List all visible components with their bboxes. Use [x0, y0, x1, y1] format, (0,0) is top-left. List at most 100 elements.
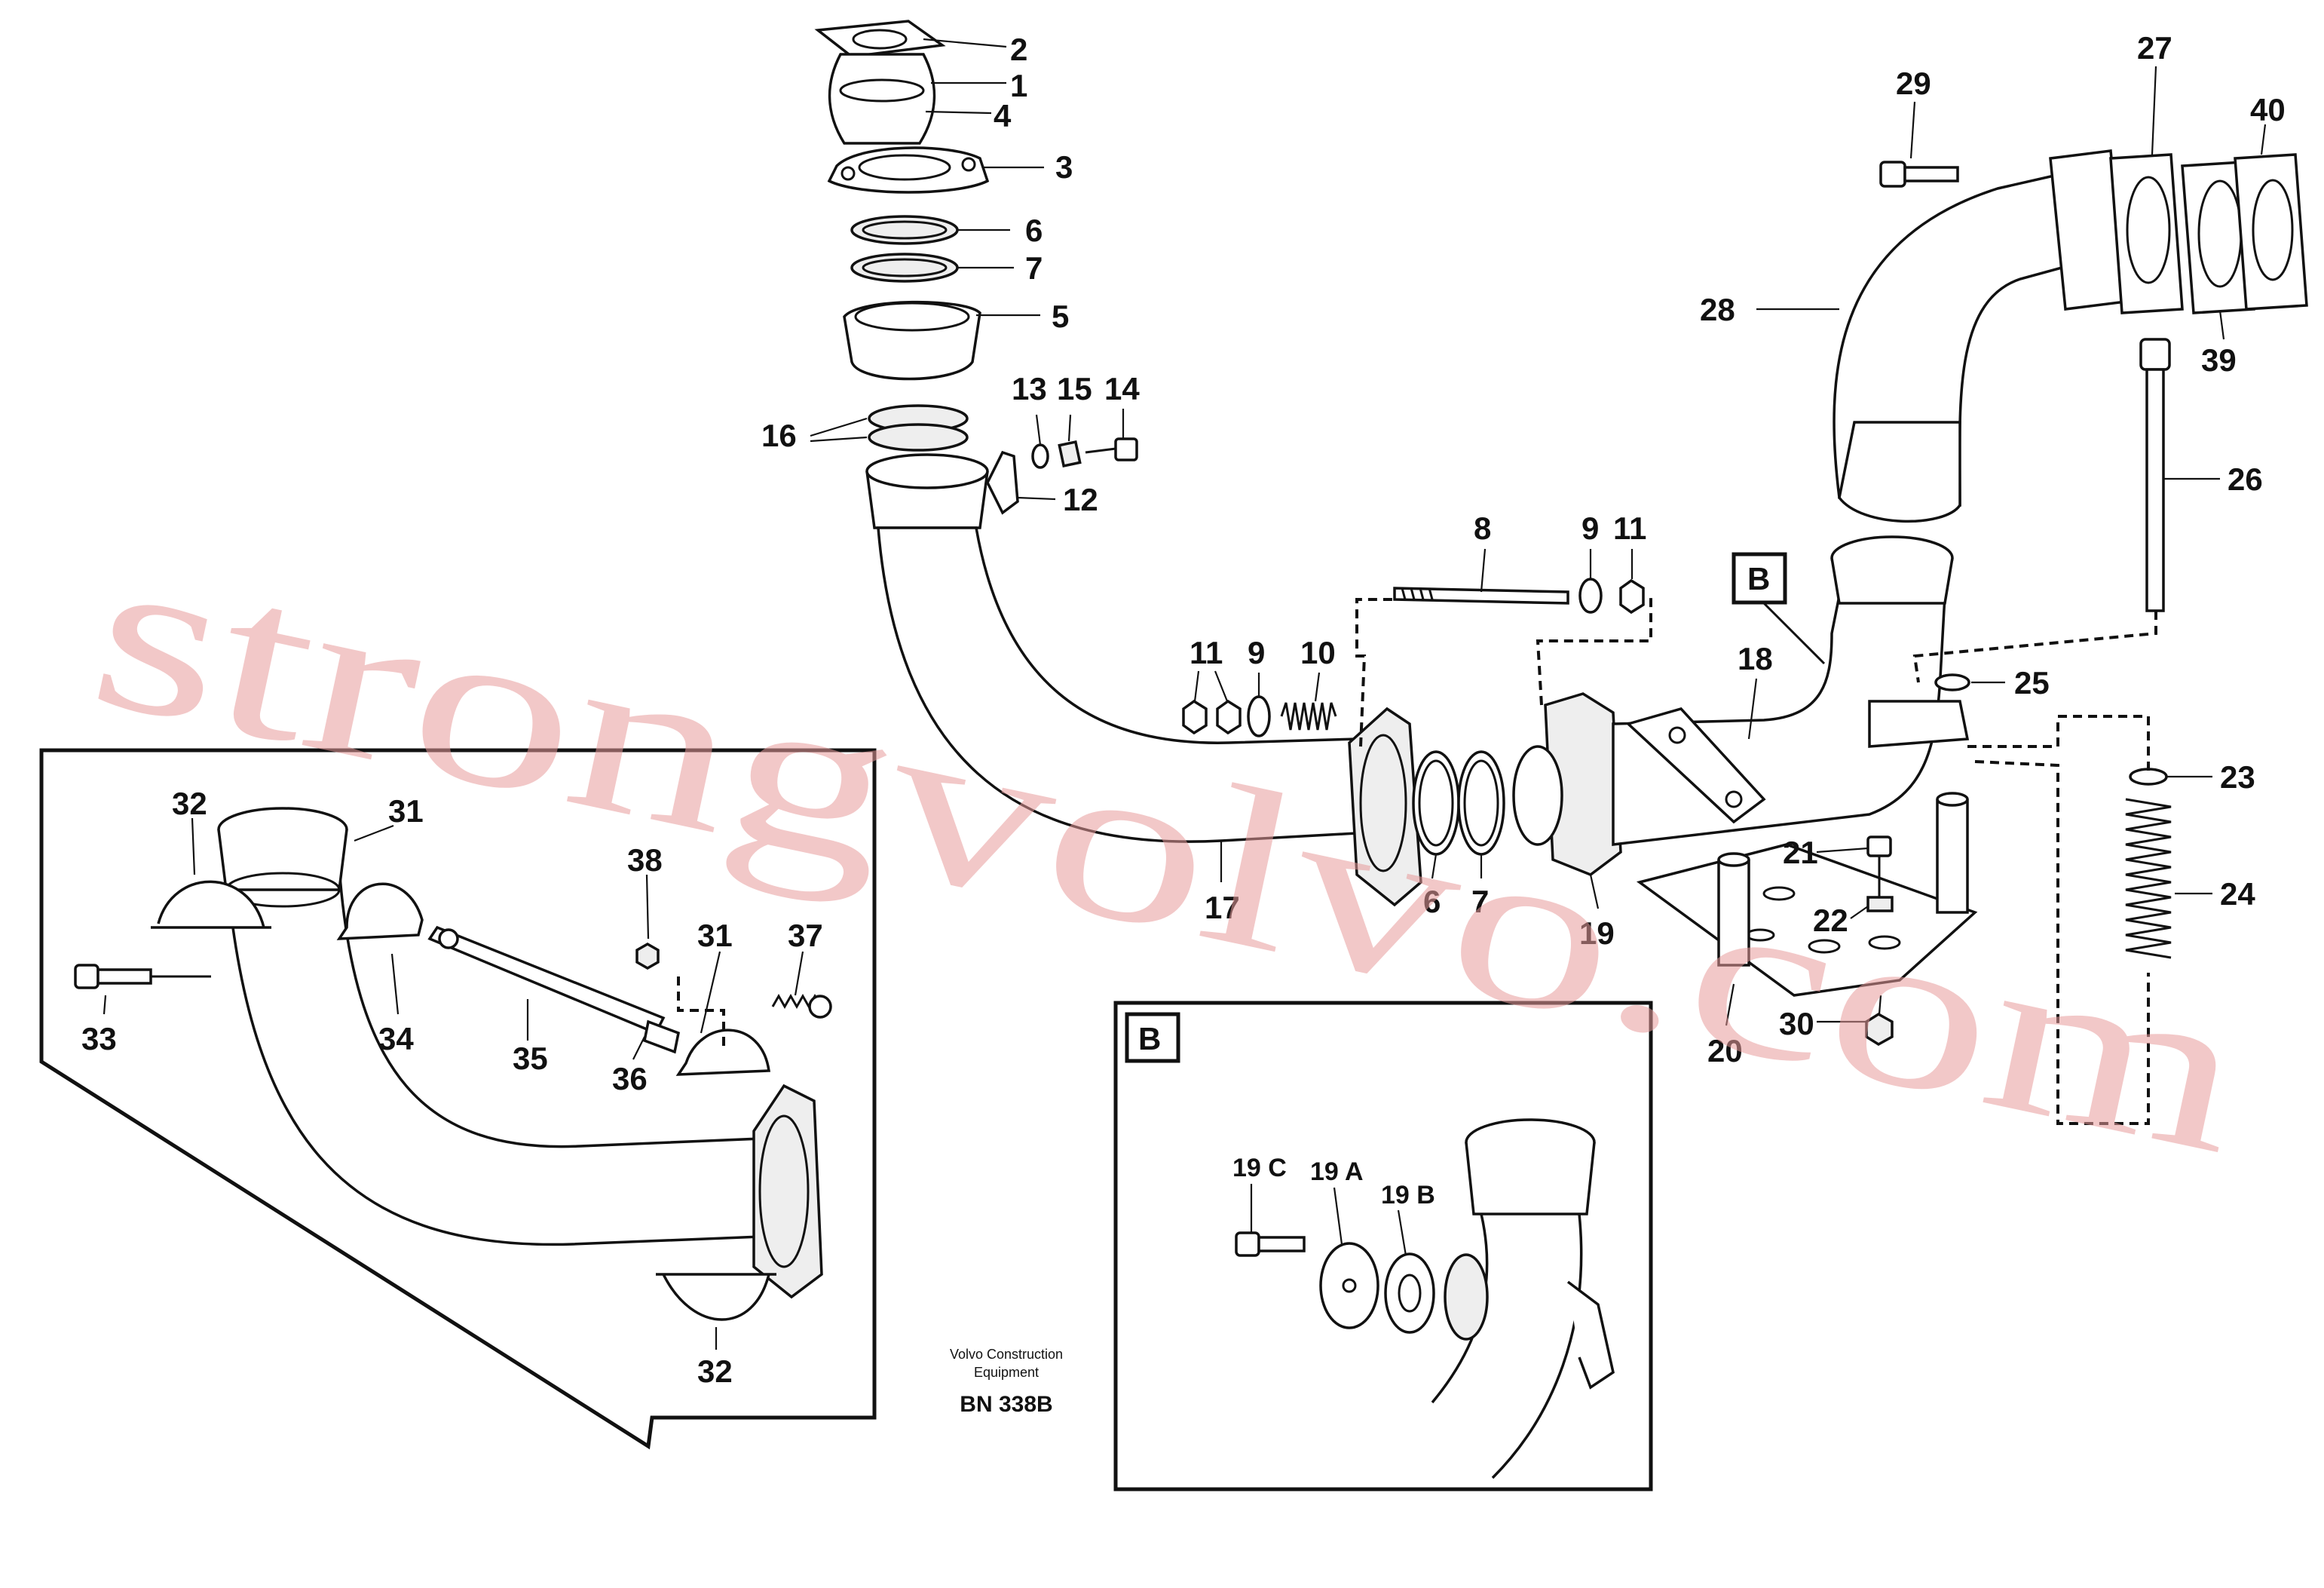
dashed-link-26 — [1912, 611, 2157, 683]
part-13-washer — [1031, 443, 1049, 469]
label-7-mid: 7 — [1471, 884, 1489, 919]
part-20-hole-c — [1868, 935, 1901, 950]
detail-b-pipe — [1431, 1213, 1583, 1479]
publisher-line-2: Equipment — [974, 1365, 1039, 1380]
part-19-bore — [1512, 745, 1563, 846]
part-8-thread — [1401, 587, 1434, 600]
dashed-link-11 — [1536, 596, 1652, 706]
inset-pipe-top-sleeve — [217, 829, 348, 891]
part-6-seal-ring — [850, 215, 959, 245]
part-3-bore — [858, 154, 951, 181]
label-17: 17 — [1205, 890, 1240, 925]
part-20-post-a — [1717, 860, 1750, 967]
label-6-mid: 6 — [1423, 884, 1441, 919]
part-25-lug — [1868, 700, 1970, 748]
part-18-socket-sleeve — [1830, 557, 1954, 605]
label-22: 22 — [1813, 903, 1848, 938]
inset-bolt-33 — [74, 964, 211, 989]
part-8-rod — [1393, 587, 1569, 605]
label-19: 19 — [1579, 915, 1615, 951]
detail-b-ring-19b-inner — [1398, 1274, 1422, 1313]
part-2-hole — [852, 29, 908, 50]
part-24-spring — [2125, 798, 2172, 959]
detail-b-lug — [1566, 1280, 1615, 1390]
inset-bend-pipe — [225, 866, 763, 1246]
label-6-top: 6 — [1025, 213, 1043, 248]
label-11-top: 11 — [1613, 510, 1646, 546]
part-18-bracket-hole-a — [1668, 726, 1686, 744]
part-9-washer-b — [1578, 578, 1603, 614]
detail-b-ring-19b — [1384, 1252, 1435, 1334]
label-20: 20 — [1707, 1033, 1743, 1068]
part-26-long-bolt — [2139, 338, 2171, 612]
label-1: 1 — [1010, 68, 1027, 103]
label-7-top: 7 — [1025, 250, 1043, 286]
part-1-bellows — [828, 53, 936, 145]
part-4-rim — [839, 78, 925, 103]
part-20-post-b — [1936, 799, 1969, 914]
label-37: 37 — [788, 918, 823, 953]
callout-b-box — [1732, 552, 1787, 605]
part-5-flange-housing — [843, 300, 981, 381]
part-23-washer — [2129, 768, 2168, 786]
label-27: 27 — [2137, 30, 2172, 66]
inset-clamp-upper — [151, 880, 271, 929]
label-26: 26 — [2228, 461, 2263, 497]
drawing-code: BN 338B — [960, 1392, 1052, 1417]
inset-rod-35 — [427, 925, 681, 1054]
part-12-clip — [986, 450, 1019, 515]
pipe-17-flange-face — [1359, 734, 1407, 872]
label-4: 4 — [994, 98, 1012, 133]
part-7-seal-middle-inner — [1463, 759, 1499, 847]
dashed-link-8 — [1355, 598, 1395, 747]
dashed-link-24 — [1967, 715, 2150, 1125]
label-30: 30 — [1779, 1006, 1814, 1041]
detail-b-end-flange — [1444, 1253, 1489, 1341]
label-callout-b: B — [1747, 561, 1770, 596]
label-23: 23 — [2220, 759, 2255, 795]
part-25-washer — [1934, 673, 1970, 691]
label-15: 15 — [1057, 371, 1092, 406]
label-19c: 19 C — [1232, 1154, 1287, 1182]
inset-dashed-link — [677, 976, 725, 1048]
label-40: 40 — [2250, 92, 2286, 127]
part-21-bolt — [1866, 835, 1892, 897]
part-3-bolt-hole-b — [961, 157, 976, 172]
label-14: 14 — [1104, 371, 1140, 406]
part-20-post-a-top — [1717, 852, 1750, 867]
part-labels: 2 1 4 3 6 7 5 16 13 15 14 12 8 9 11 11 9… — [81, 30, 2286, 1389]
label-8: 8 — [1474, 510, 1491, 546]
part-30-nut — [1865, 1012, 1894, 1047]
label-11-mid: 11 — [1190, 635, 1223, 670]
detail-b-frame — [1113, 1001, 1653, 1491]
detail-b-flange-19a — [1319, 1242, 1379, 1329]
part-3-bolt-hole-a — [840, 166, 856, 181]
label-12: 12 — [1063, 482, 1098, 517]
part-10-spring-a — [1280, 702, 1337, 731]
part-5-bore — [854, 302, 970, 332]
label-24: 24 — [2220, 876, 2255, 912]
part-20-hole-b — [1808, 939, 1841, 954]
inset-washer-37 — [808, 995, 832, 1019]
label-5: 5 — [1052, 299, 1069, 334]
label-18: 18 — [1738, 641, 1773, 676]
part-2-flange-plate — [814, 20, 946, 58]
part-11-nut-b — [1216, 699, 1242, 735]
detail-b-letter-box — [1125, 1012, 1180, 1063]
label-9-top: 9 — [1581, 510, 1599, 546]
label-34: 34 — [378, 1021, 414, 1056]
part-7-seal-ring — [850, 253, 959, 283]
part-18-bracket-hole-b — [1725, 790, 1743, 808]
inset-clamp-mid — [336, 882, 424, 940]
label-3: 3 — [1055, 149, 1073, 185]
inset-pipe-flange — [752, 1084, 823, 1299]
label-25: 25 — [2014, 665, 2050, 700]
label-33: 33 — [81, 1021, 117, 1056]
label-32-bottom: 32 — [697, 1353, 733, 1389]
part-11-nut-a — [1182, 699, 1208, 735]
detail-b-sleeve — [1465, 1142, 1596, 1216]
part-28-elbow-cone — [1838, 421, 1961, 523]
part-40-gasket — [2234, 153, 2308, 311]
label-39: 39 — [2201, 342, 2237, 378]
